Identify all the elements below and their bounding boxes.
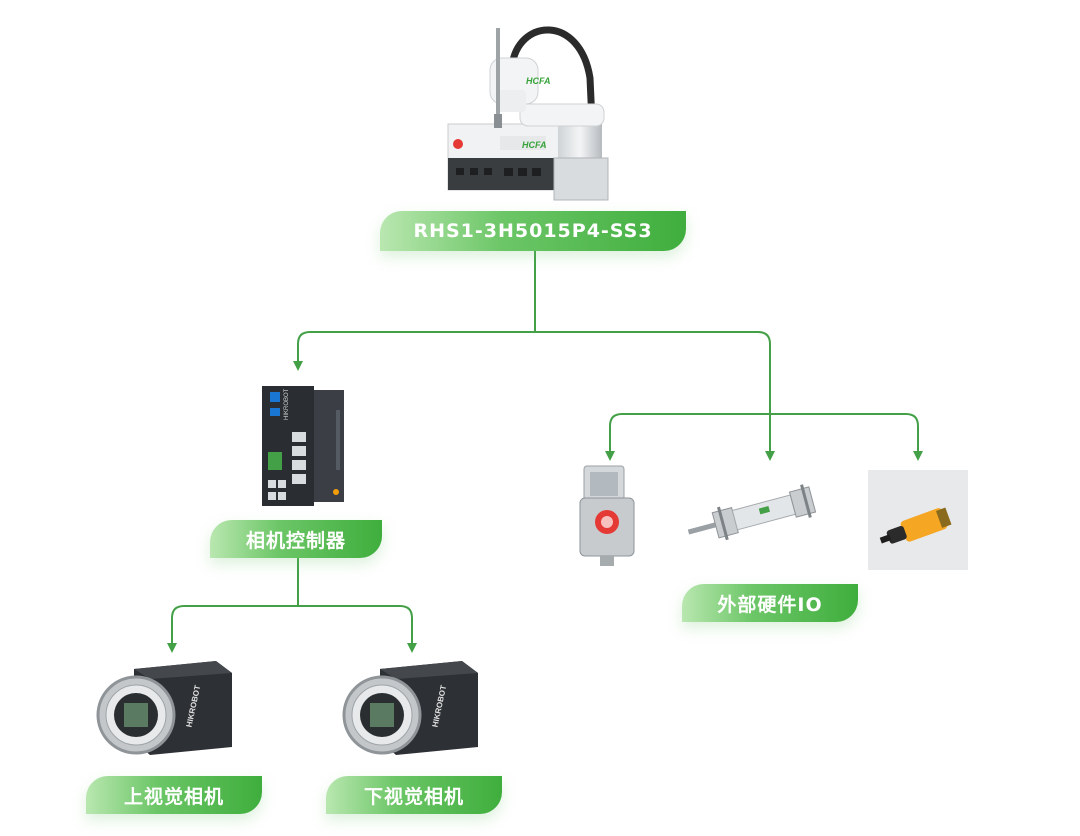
line-io-to-button-box — [605, 413, 770, 461]
sensor-panel — [868, 470, 968, 570]
svg-text:HCFA: HCFA — [522, 140, 547, 150]
robot-label: RHS1-3H5015P4-SS3 — [380, 211, 686, 251]
line-io-to-sensor — [770, 413, 923, 461]
photoelectric-sensor-icon — [879, 507, 952, 544]
lower-camera-label: 下视觉相机 — [326, 776, 502, 814]
external-io-label: 外部硬件IO — [682, 584, 858, 622]
emergency-button-box-icon — [579, 465, 635, 566]
line-robot-to-controller — [293, 331, 535, 371]
line-robot-to-io — [535, 331, 775, 461]
upper-camera-icon: HIKROBOT — [96, 661, 232, 755]
line-controller-to-lower — [298, 605, 417, 653]
scara-robot-icon: HCFA HCFA — [447, 26, 609, 201]
controller-brand: HIKROBOT — [284, 388, 290, 420]
line-controller-to-upper — [167, 605, 298, 653]
svg-text:HCFA: HCFA — [526, 76, 551, 86]
controller-label: 相机控制器 — [210, 520, 382, 558]
upper-camera-label: 上视觉相机 — [86, 776, 262, 814]
lower-camera-icon: HIKROBOT — [342, 661, 478, 755]
pneumatic-cylinder-icon — [687, 484, 817, 541]
camera-controller-icon: HIKROBOT — [262, 386, 344, 506]
